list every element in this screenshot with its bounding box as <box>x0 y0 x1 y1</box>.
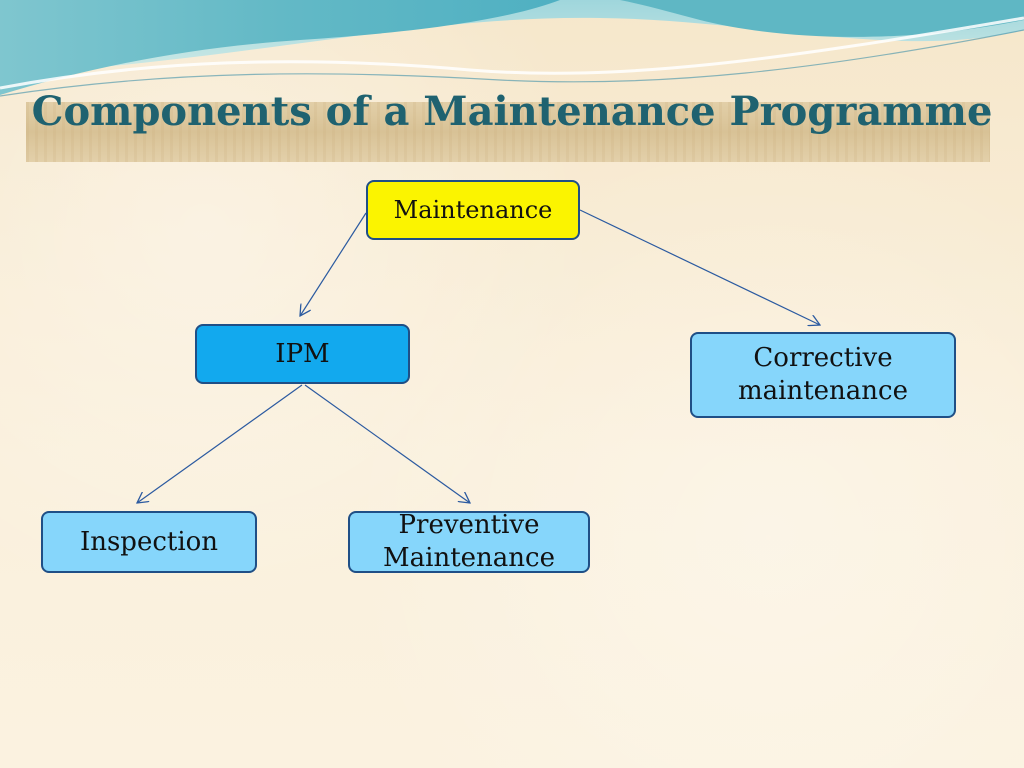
node-ipm-label: IPM <box>275 339 330 369</box>
edge-ipm-inspection <box>137 384 303 503</box>
edge-ipm-preventive <box>304 384 470 503</box>
node-inspection-label: Inspection <box>79 526 219 557</box>
node-inspection: Inspection <box>41 511 257 573</box>
edge-maintenance-ipm <box>300 212 367 316</box>
slide-title: Components of a Maintenance Programme <box>31 88 993 135</box>
node-preventive-label-line2: Maintenance <box>383 543 555 573</box>
node-preventive-label-line1: Preventive <box>398 510 540 540</box>
wave-header-decoration <box>0 0 1024 97</box>
node-maintenance: Maintenance <box>366 180 580 240</box>
node-maintenance-label: Maintenance <box>393 195 553 224</box>
node-preventive-maintenance: Preventive Maintenance <box>348 510 590 573</box>
node-corrective-maintenance: Corrective maintenance <box>690 332 956 418</box>
node-corrective-label-line2: maintenance <box>738 376 908 406</box>
title-band <box>26 102 990 162</box>
edge-maintenance-corrective <box>579 209 820 325</box>
node-ipm: IPM <box>195 324 410 384</box>
node-corrective-label-line1: Corrective <box>753 343 893 373</box>
